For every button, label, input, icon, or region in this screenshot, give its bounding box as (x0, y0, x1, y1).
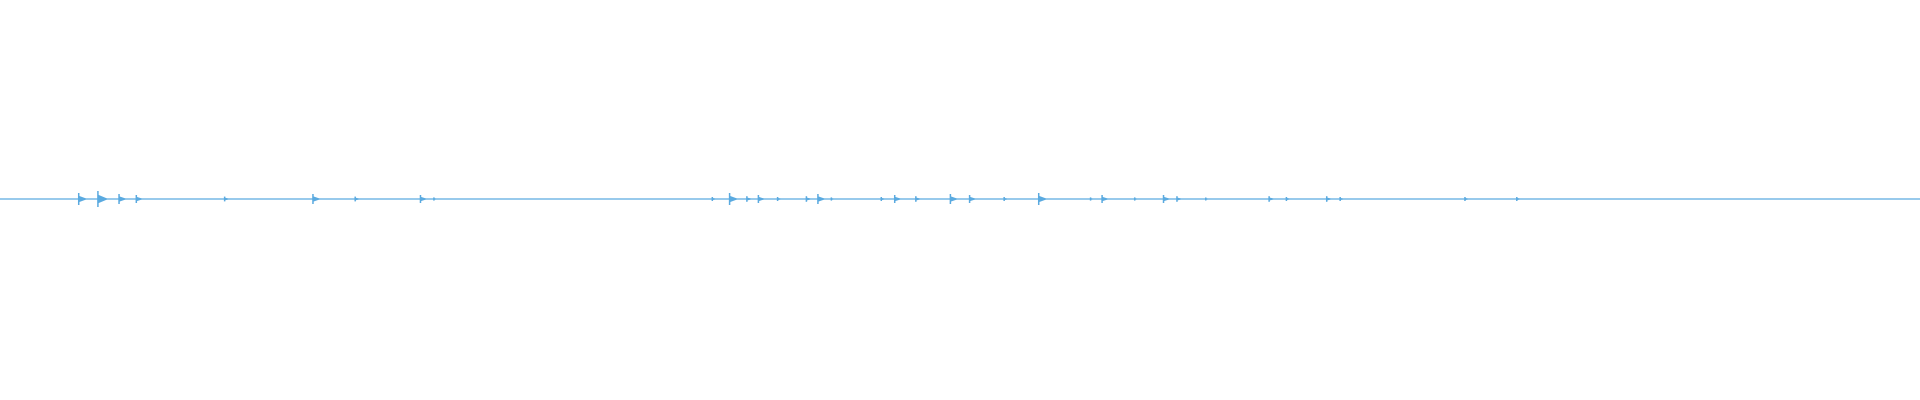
waveform-peak-tail (969, 196, 977, 202)
waveform-peak-tail (136, 196, 144, 202)
waveform-peak-tail (915, 197, 923, 201)
waveform-peak-tail (1340, 197, 1346, 201)
waveform-peak-tail (1134, 198, 1140, 200)
waveform-peak-tail (881, 197, 887, 201)
waveform-peak-tail (729, 195, 739, 203)
waveform-peak-tail (1163, 196, 1171, 202)
waveform-peak-tail (1090, 198, 1096, 200)
waveform-peak-tail (950, 196, 959, 202)
waveform-peak-tail (1326, 197, 1333, 201)
waveform-peak-tail (817, 196, 826, 202)
waveform-peak-tail (806, 197, 813, 201)
waveform-peak-tail (433, 198, 440, 200)
waveform-peak-tail (1516, 197, 1523, 201)
waveform-peak-tail (1038, 195, 1048, 203)
waveform-peak-tail (1286, 197, 1292, 201)
waveform-peak-tail (224, 197, 231, 201)
waveform-peak-tail (420, 196, 428, 202)
waveform-peak-tail (1102, 196, 1110, 202)
waveform-peak-tail (712, 197, 718, 201)
waveform-peak-tail (777, 197, 784, 201)
waveform-peak-tail (355, 197, 362, 201)
waveform-peak-tail (746, 197, 754, 201)
waveform-peak-tail (1205, 198, 1211, 200)
waveform-peak-tail (894, 196, 902, 202)
waveform-peak-tail (1269, 197, 1276, 201)
waveform-peak-tail (78, 195, 88, 203)
waveform-peak-tail (1176, 197, 1184, 201)
waveform-peak-tail (97, 194, 109, 204)
waveform-peaks (77, 191, 1523, 207)
waveform-peak-tail (1004, 197, 1010, 201)
waveform-peak-tail (1464, 197, 1471, 201)
waveform-peak-tail (831, 198, 837, 200)
waveform-peak-tail (119, 196, 128, 202)
waveform-peak-tail (312, 196, 321, 202)
waveform-peak-tail (758, 196, 766, 202)
